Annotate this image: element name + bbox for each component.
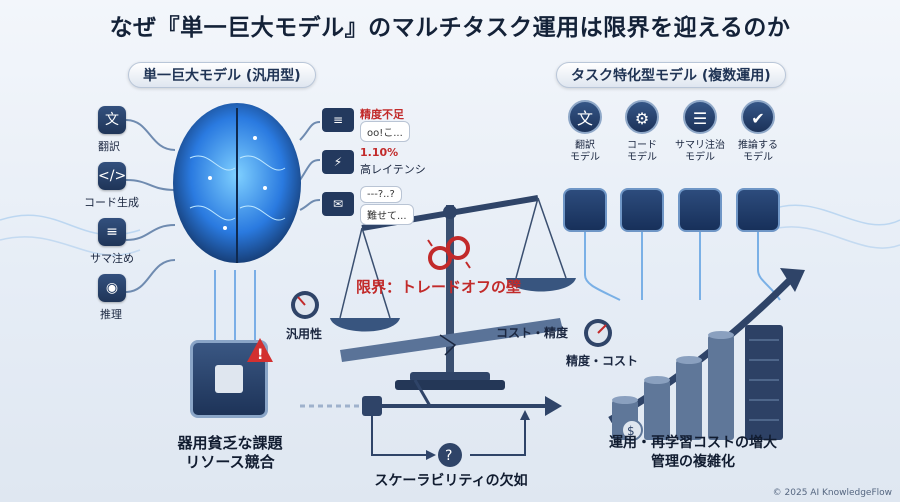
task-label-code: コード生成 [84,196,139,209]
brain-icon [678,188,722,232]
balance-scale-icon [330,195,576,390]
task-label-translate: 翻訳 [98,140,120,153]
gear-icon: ⚙ [625,100,659,134]
check-icon: ✔ [741,100,775,134]
summary-icon: ≡ [98,218,126,246]
resource-conflict-label: 器用貧乏な課題 リソース競合 [177,434,283,471]
translate-icon: 文 [98,106,126,134]
specialized-model-header: タスク特化型モデル (複数運用) [556,62,786,88]
brain-icon [736,188,780,232]
svg-text:$: $ [627,424,635,438]
scalability-flow [300,379,562,460]
output-2-latency: 高レイテンシ [360,163,426,176]
model-label-translate: 翻訳 モデル [570,140,600,163]
task-label-summary: サマ注め [90,252,134,265]
document-error-icon: ≡ [322,108,354,132]
robot-icon: ◉ [98,274,126,302]
output-1-title: 精度不足 [360,108,404,121]
gauge-right-icon [584,319,612,347]
output-3-bubble-a: ---?..? [360,186,402,203]
brain-icon [620,188,664,232]
svg-text:?: ? [445,448,452,464]
page-title: なぜ『単一巨大モデル』のマルチタスク運用は限界を迎えるのか [109,15,791,41]
coin-stacks: $ [612,325,783,441]
footer-copyright: © 2025 AI KnowledgeFlow [772,488,892,498]
chat-error-icon: ✉ [322,192,354,216]
cost-accuracy-label: コスト・精度 [496,326,569,340]
gauge-label-general: 汎用性 [286,327,323,341]
gauge-left-icon [291,291,319,319]
svg-text:!: ! [257,347,263,363]
output-1-bubble: oo!こ... [360,121,410,142]
brain-icon [173,103,301,263]
cost-increase-label: 運用・再学習コストの増大 管理の複雑化 [609,435,777,470]
scalability-label: スケーラビリティの欠如 [374,473,528,489]
output-3-bubble-b: 難せて... [360,204,414,225]
task-label-reasoning: 推理 [100,308,122,321]
output-2-value: 1.10% [360,146,399,159]
model-label-reasoning: 推論する モデル [738,140,778,163]
tradeoff-limit-label: 限界：トレードオフの壁 [356,278,522,296]
general-model-header: 単一巨大モデル (汎用型) [128,62,316,88]
gauge-label-accuracy-cost: 精度・コスト [566,354,639,368]
question-icon: ? [438,443,462,467]
model-label-summary: サマリ注治 モデル [675,140,725,163]
code-icon: </> [98,162,126,190]
translate-icon: 文 [568,100,602,134]
document-search-icon: ☰ [683,100,717,134]
broken-chain-icon [427,236,471,270]
warning-icon: ! [247,338,273,363]
model-label-code: コード モデル [627,140,657,163]
broken-chart-icon: ⚡ [322,150,354,174]
brain-icon [563,188,607,232]
